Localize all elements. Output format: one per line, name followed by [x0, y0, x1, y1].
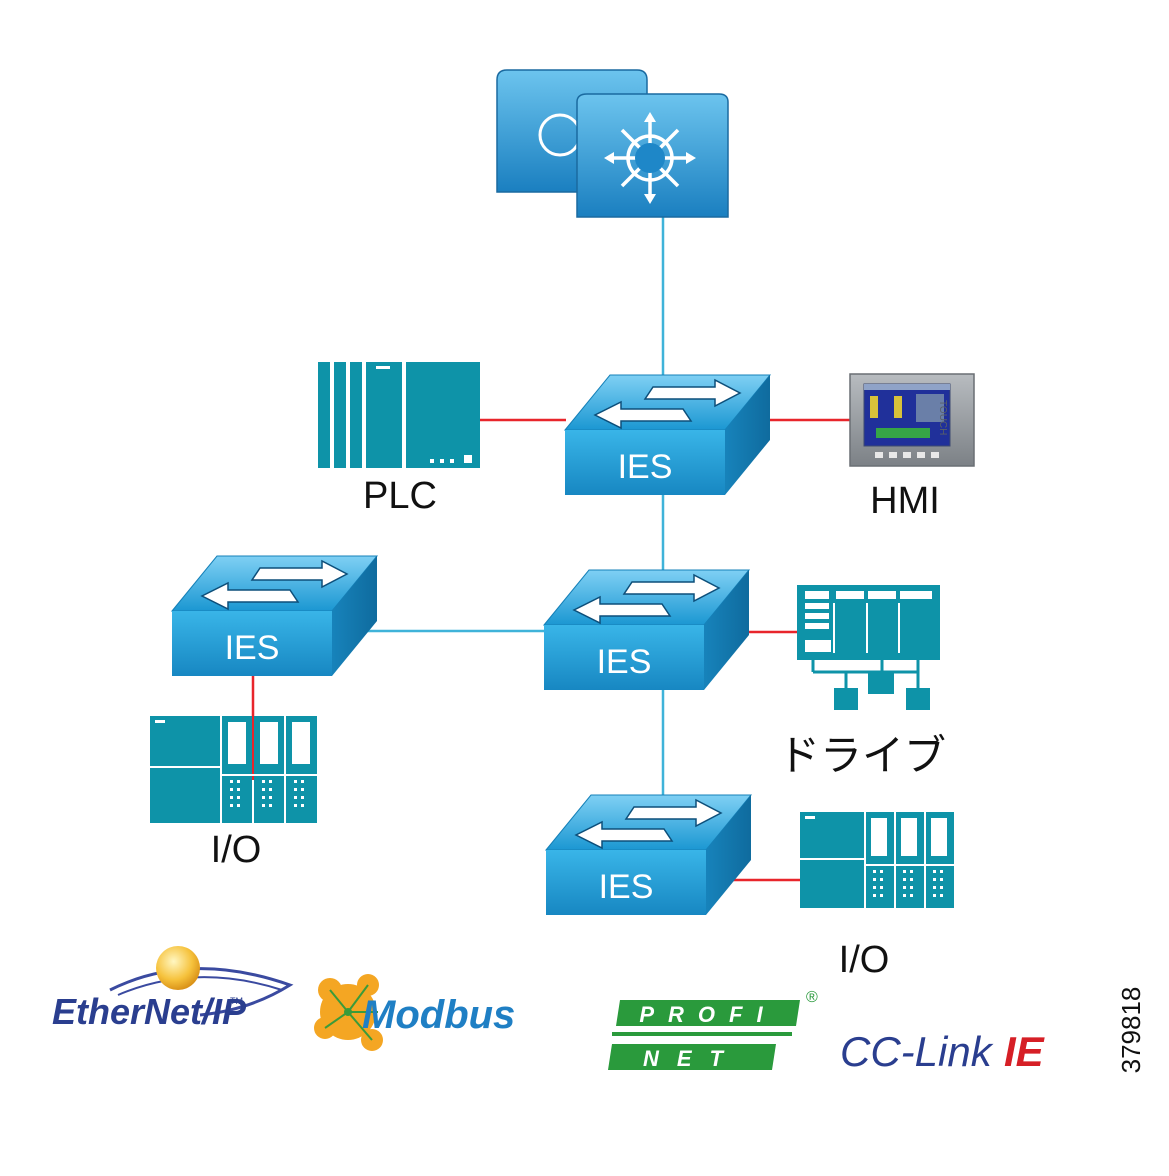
ies-center-label: IES	[597, 643, 652, 681]
ies-left-label: IES	[225, 629, 280, 667]
hmi-screen-label: TOUCH	[937, 400, 948, 435]
figure-number: 379818	[1116, 987, 1146, 1074]
io-right-icon[interactable]	[800, 812, 954, 908]
ethernet-ip-sun-icon	[156, 946, 200, 990]
modbus-network-icon	[314, 974, 383, 1051]
profinet-top-text: PROFI	[639, 1002, 776, 1027]
cclink-ie-logo: CC-Link IE	[840, 1028, 1046, 1075]
ies-bottom-label: IES	[599, 868, 654, 906]
io-right-label: I/O	[839, 939, 890, 981]
device-lines	[251, 418, 850, 882]
io-left-label: I/O	[211, 829, 262, 871]
modbus-logo: Modbus	[314, 974, 515, 1051]
profinet-logo: PROFI NET ®	[608, 989, 818, 1071]
drive-icon[interactable]	[797, 585, 940, 710]
modbus-text: Modbus	[362, 993, 515, 1037]
ies-switch-center[interactable]: IES	[543, 569, 750, 691]
io-left-icon[interactable]	[150, 716, 317, 823]
ies-top-label: IES	[618, 448, 673, 486]
drive-label: ドライブ	[778, 732, 946, 779]
profinet-registered: ®	[806, 989, 818, 1006]
plc-label: PLC	[363, 475, 437, 517]
profinet-bottom-text: NET	[643, 1046, 741, 1071]
ethernet-ip-tm: TM	[230, 996, 243, 1006]
plc-icon[interactable]	[318, 362, 480, 468]
core-router-icon[interactable]	[496, 69, 729, 218]
router-front	[576, 93, 729, 218]
ies-switch-left[interactable]: IES	[171, 555, 378, 677]
cclink-ie-text: IE	[1004, 1028, 1046, 1075]
ies-switch-bottom[interactable]: IES	[545, 794, 752, 916]
ies-switch-top[interactable]: IES	[564, 374, 771, 496]
ethernet-ip-text: EtherNet/IP	[52, 991, 247, 1032]
hmi-label: HMI	[870, 480, 940, 522]
cclink-text: CC-Link	[840, 1028, 994, 1075]
hmi-icon[interactable]: TOUCH	[849, 373, 975, 467]
uplink-lines	[348, 215, 665, 798]
ethernet-ip-logo: EtherNet/IP TM	[52, 946, 294, 1032]
